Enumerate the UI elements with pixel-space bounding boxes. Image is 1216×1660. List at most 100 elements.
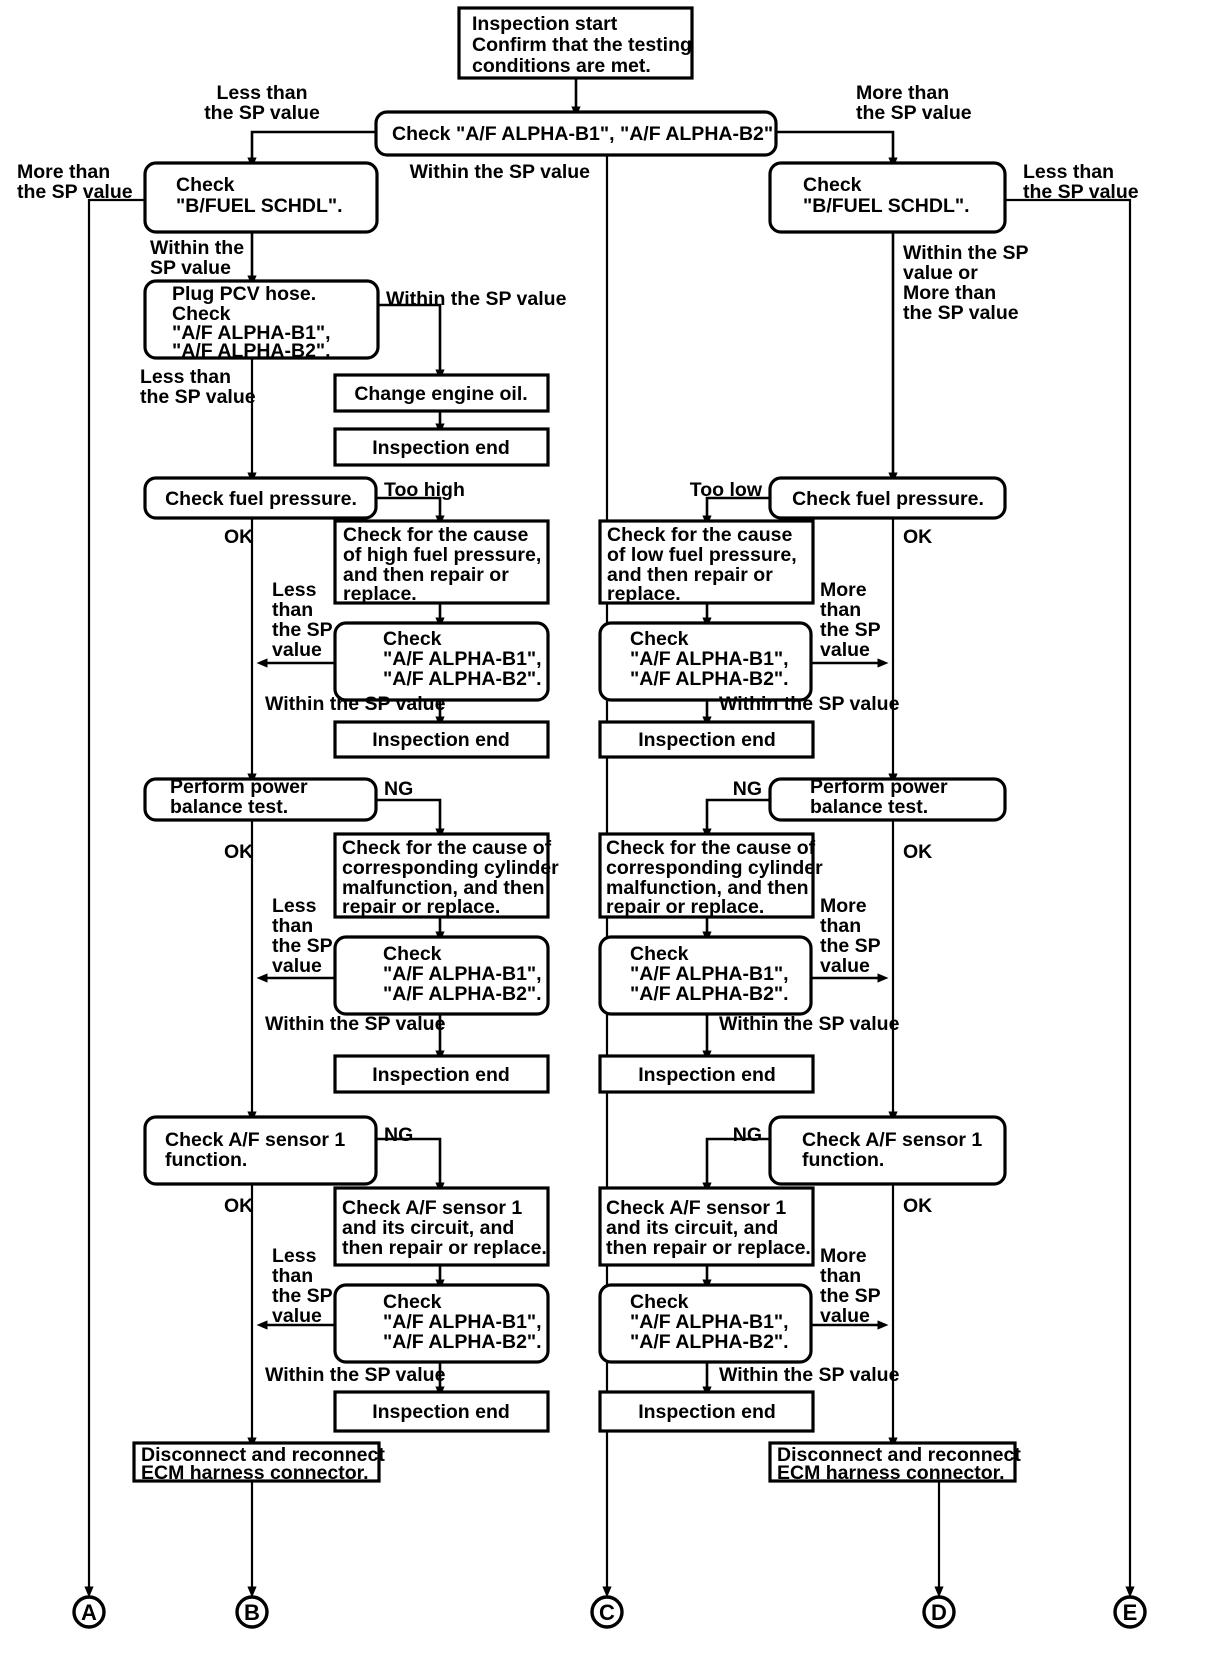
node-inspection-end-4[interactable] <box>333 1054 550 1094</box>
node-ecm-left[interactable] <box>132 1441 381 1483</box>
label-lt-stack-l2-3: value <box>272 955 322 977</box>
node-ecm-left-line-1: ECM harness connector. <box>141 1462 369 1484</box>
node-inspection-end-6[interactable] <box>333 1390 550 1433</box>
node-cylinder-right[interactable] <box>598 832 815 919</box>
node-start[interactable] <box>457 6 694 80</box>
node-fuel-pressure-left[interactable] <box>143 476 378 520</box>
node-power-balance-right[interactable] <box>768 777 1007 822</box>
node-check-alpha-top[interactable] <box>374 110 778 157</box>
node-af-circuit-right[interactable] <box>598 1186 815 1267</box>
node-change-oil[interactable] <box>333 373 550 413</box>
node-start-line-1: Confirm that the testing <box>472 34 692 56</box>
node-cylinder-left-line-3: repair or replace. <box>342 896 500 918</box>
label-ng-r1: NG <box>733 778 762 800</box>
node-inspection-end-1[interactable] <box>333 427 550 467</box>
node-check-alpha-R3-line-1: "A/F ALPHA-B1", <box>630 1311 789 1333</box>
node-pcv-line-0: Plug PCV hose. <box>172 283 316 305</box>
edge-fuelpress-left-toohigh <box>376 496 445 527</box>
label-mt-stack-r2-2: the SP <box>820 935 881 957</box>
connector-label-A: A <box>81 1600 97 1625</box>
label-within-sp-l3: Within the SP value <box>265 1364 446 1386</box>
label-mt-stack-r3-1: than <box>820 1265 861 1287</box>
node-ecm-right-line-0: Disconnect and reconnect <box>777 1444 1021 1466</box>
connector-label-B: B <box>244 1600 260 1625</box>
connector-circle-A[interactable] <box>72 1595 106 1629</box>
label-within-right-multi-0: Within the SP <box>903 242 1028 264</box>
connector-circle-C[interactable] <box>590 1595 624 1629</box>
node-bfuel-right[interactable] <box>768 161 1007 234</box>
node-check-alpha-L3-line-1: "A/F ALPHA-B1", <box>383 1311 542 1333</box>
node-af-circuit-left-line-1: and its circuit, and <box>342 1217 514 1239</box>
node-inspection-end-3[interactable] <box>598 720 815 759</box>
connector-circle-D[interactable] <box>922 1595 956 1629</box>
node-af-circuit-left[interactable] <box>333 1186 550 1267</box>
node-ecm-right-line-1: ECM harness connector. <box>777 1462 1005 1484</box>
node-power-balance-left[interactable] <box>143 777 378 822</box>
label-within-left-1: SP value <box>150 257 231 279</box>
label-within-sp-r1: Within the SP value <box>719 693 900 715</box>
label-lt-stack-l3-1: than <box>272 1265 313 1287</box>
node-cause-high[interactable] <box>333 519 550 605</box>
node-cylinder-left-line-0: Check for the cause of <box>342 837 552 859</box>
node-pcv-line-3: "A/F ALPHA-B2". <box>172 340 331 362</box>
label-within-sp-r2: Within the SP value <box>719 1013 900 1035</box>
node-fuel-pressure-right[interactable] <box>768 476 1007 520</box>
node-bfuel-right-line-0: Check <box>803 174 862 196</box>
label-within-left-0: Within the <box>150 237 244 259</box>
node-inspection-end-2[interactable] <box>333 720 550 759</box>
node-check-alpha-L2-line-2: "A/F ALPHA-B2". <box>383 983 542 1005</box>
connector-label-E: E <box>1123 1600 1138 1625</box>
node-af-sensor-left[interactable] <box>143 1115 378 1186</box>
node-af-sensor-right[interactable] <box>768 1115 1007 1186</box>
label-lt-stack-l1-0: Less <box>272 579 317 601</box>
node-ecm-right[interactable] <box>768 1441 1017 1483</box>
label-too-low: Too low <box>690 479 763 501</box>
node-cylinder-left[interactable] <box>333 832 550 919</box>
node-check-alpha-L3[interactable] <box>333 1283 550 1364</box>
node-inspection-end-2-line-0: Inspection end <box>372 729 510 751</box>
node-af-circuit-right-line-1: and its circuit, and <box>606 1217 778 1239</box>
edge-pcv-to-changeoil <box>378 303 445 381</box>
label-ok-l1: OK <box>224 526 253 548</box>
label-less-than-far-right-1: the SP value <box>1023 181 1139 203</box>
node-check-alpha-R3[interactable] <box>598 1283 813 1364</box>
node-check-alpha-R1-line-1: "A/F ALPHA-B1", <box>630 648 789 670</box>
label-mt-stack-r2-3: value <box>820 955 870 977</box>
node-inspection-end-1-line-0: Inspection end <box>372 437 510 459</box>
label-within-sp-l2: Within the SP value <box>265 1013 446 1035</box>
label-ng-l3: NG <box>384 1124 413 1146</box>
node-bfuel-left-line-1: "B/FUEL SCHDL". <box>176 195 343 217</box>
label-lt-stack-l1-2: the SP <box>272 619 333 641</box>
node-check-alpha-R3-line-0: Check <box>630 1291 689 1313</box>
node-check-alpha-R2-line-0: Check <box>630 943 689 965</box>
label-less-than-top-left-1: the SP value <box>204 102 320 124</box>
connector-circle-B[interactable] <box>235 1595 269 1629</box>
node-bfuel-left-line-0: Check <box>176 174 235 196</box>
connector-circles: A B C D E <box>72 1595 1147 1629</box>
node-start-line-0: Inspection start <box>472 13 618 35</box>
node-cylinder-left-line-1: corresponding cylinder <box>342 857 559 879</box>
node-bfuel-left[interactable] <box>143 161 379 234</box>
label-mt-stack-r3-3: value <box>820 1305 870 1327</box>
node-start-line-2: conditions are met. <box>472 55 651 77</box>
node-check-alpha-top-line-0: Check "A/F ALPHA-B1", "A/F ALPHA-B2". <box>392 123 779 145</box>
label-less-than-far-right-0: Less than <box>1023 161 1114 183</box>
edge-checkalpha-right <box>776 130 898 169</box>
node-check-alpha-R1[interactable] <box>598 621 813 702</box>
node-af-sensor-left-line-0: Check A/F sensor 1 <box>165 1129 345 1151</box>
node-check-alpha-L1[interactable] <box>333 621 550 702</box>
node-fuel-pressure-right-line-0: Check fuel pressure. <box>792 488 984 510</box>
node-inspection-end-7[interactable] <box>598 1390 815 1433</box>
node-af-circuit-left-line-2: then repair or replace. <box>342 1237 547 1259</box>
connector-circle-E[interactable] <box>1113 1595 1147 1629</box>
connector-label-D: D <box>931 1600 947 1625</box>
node-check-alpha-R2[interactable] <box>598 935 813 1016</box>
node-cause-high-line-2: and then repair or <box>343 564 509 586</box>
node-check-alpha-R1-line-2: "A/F ALPHA-B2". <box>630 668 789 690</box>
label-within-center: Within the SP value <box>410 161 591 183</box>
node-cause-low[interactable] <box>598 519 815 605</box>
node-check-alpha-L2[interactable] <box>333 935 550 1016</box>
node-inspection-end-5[interactable] <box>598 1054 815 1094</box>
node-pcv[interactable] <box>143 279 380 360</box>
